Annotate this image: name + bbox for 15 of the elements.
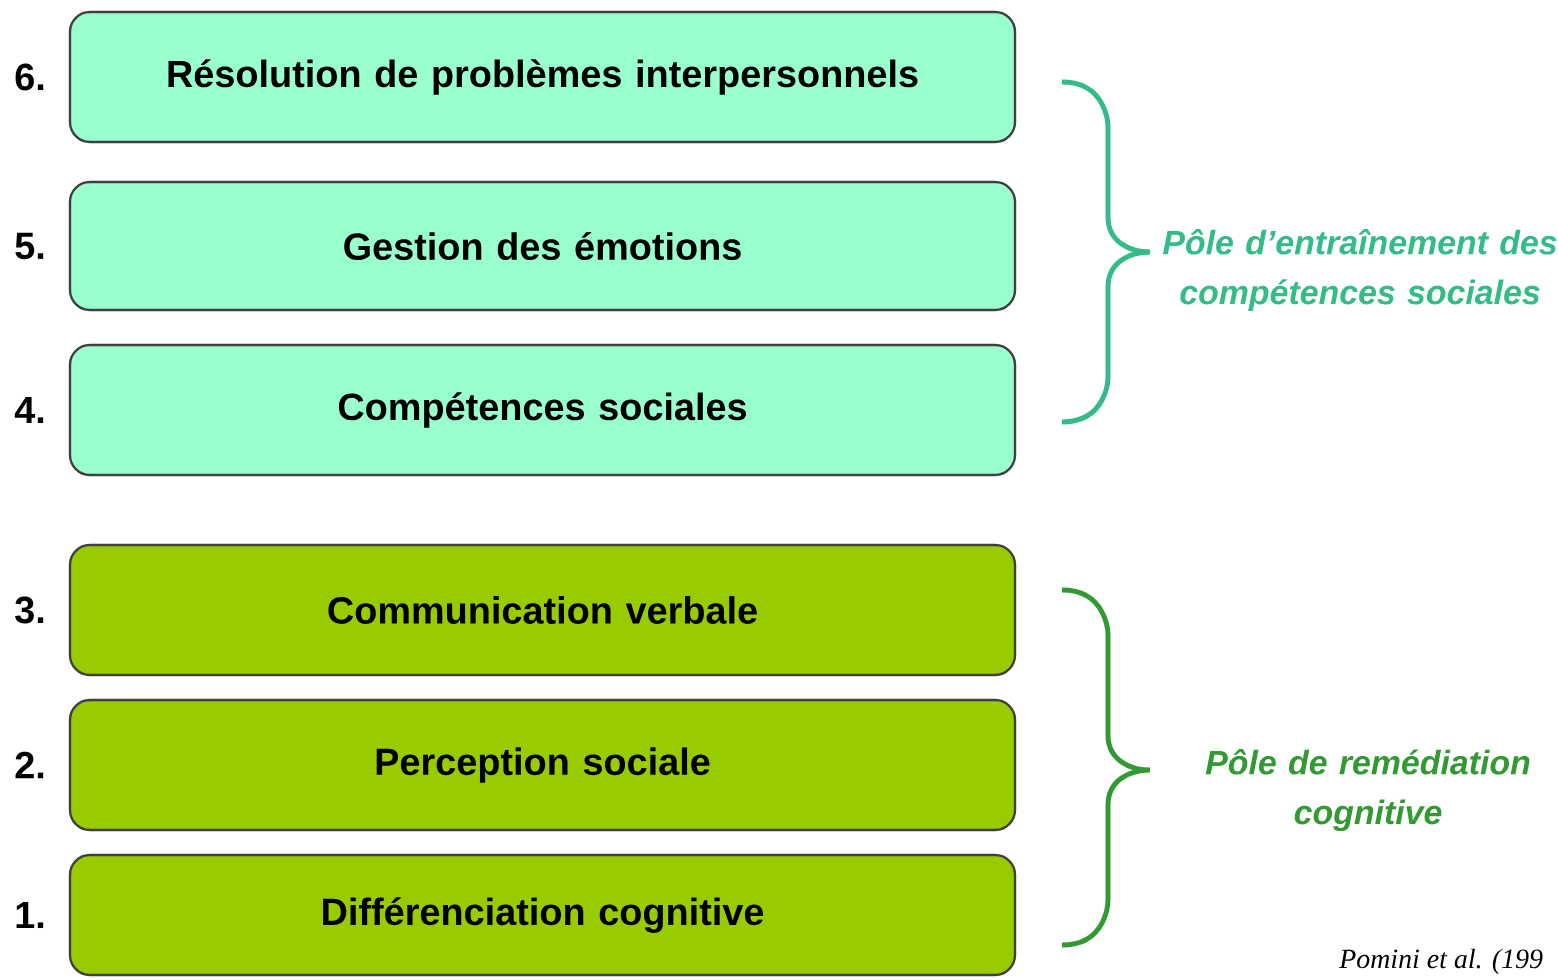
citation: Pomini et al. (199 <box>1339 948 1543 974</box>
step-box: Compétences sociales <box>68 343 1017 477</box>
group-label: Pôle d’entraînement des compétences sociales <box>1162 228 1557 312</box>
step-number: 2. <box>15 751 44 779</box>
step-number: 3. <box>15 596 44 624</box>
step-number: 5. <box>15 232 44 260</box>
step-box: Différenciation cognitive <box>68 853 1017 977</box>
step-number: 4. <box>14 397 44 424</box>
step-number: 1. <box>16 902 44 929</box>
step-box: Perception sociale <box>68 698 1017 832</box>
step-box: Gestion des émotions <box>68 180 1017 312</box>
step-number: 6. <box>15 63 44 91</box>
step-box: Résolution de problèmes interpersonnels <box>68 10 1017 144</box>
step-box: Communication verbale <box>68 543 1017 677</box>
group-label: Pôle de remédiation cognitive <box>1205 748 1530 832</box>
